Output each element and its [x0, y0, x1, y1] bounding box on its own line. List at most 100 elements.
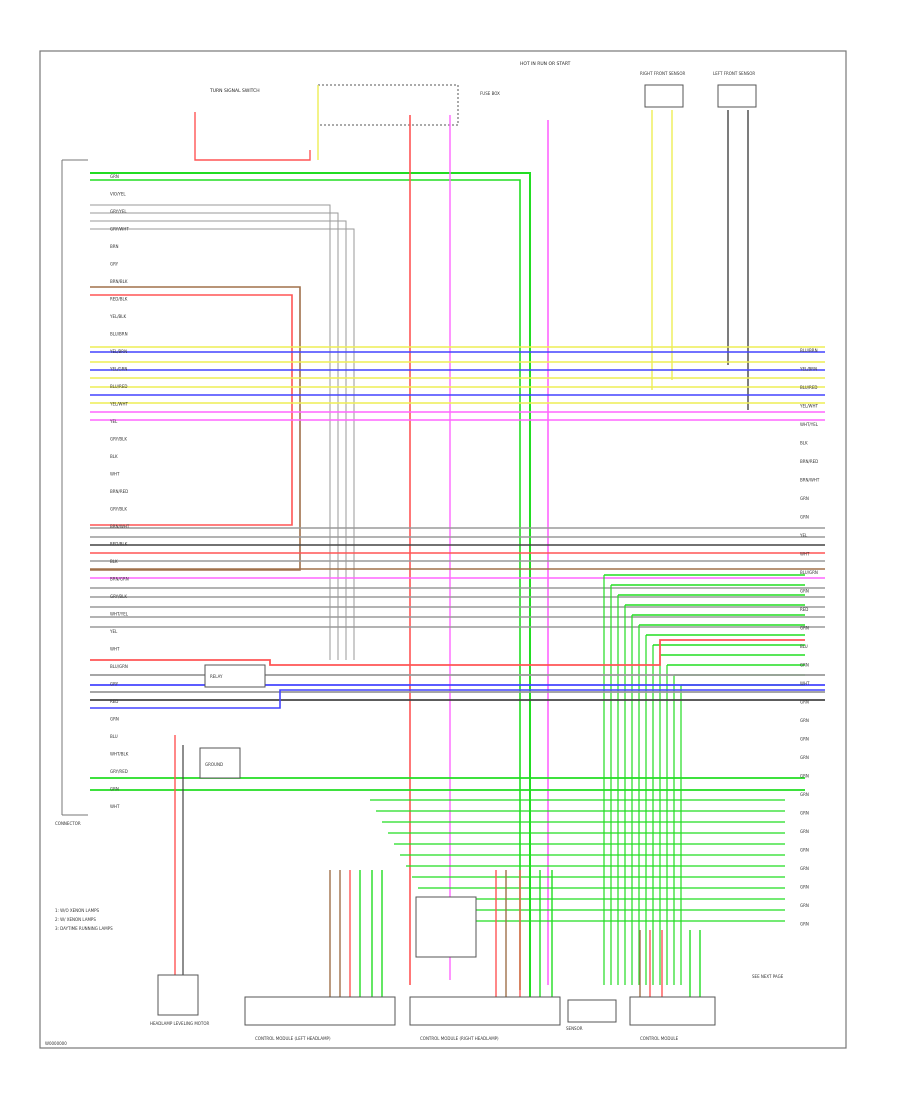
wire-label-left: RED/BLK	[110, 542, 128, 547]
wire-brown-loop	[90, 286, 301, 571]
note-item: 3: DAYTIME RUNNING LAMPS	[55, 926, 113, 931]
wire-red-loop	[90, 294, 293, 526]
page-footer-code: W0000000	[45, 1041, 67, 1046]
wire-blue-cross	[90, 689, 825, 709]
wire-label-right: RED	[800, 607, 808, 612]
wire-label-right: YEL/BRN	[799, 367, 817, 372]
wire-label-left: YEL	[109, 629, 118, 634]
wire-label-right: GRN	[800, 811, 809, 816]
right-sensor-box	[644, 84, 684, 108]
wire-label-right: GRN	[800, 848, 809, 853]
wire-label-right: GRN	[800, 626, 809, 631]
right-sensor-label: RIGHT FRONT SENSOR	[640, 71, 685, 76]
wire-label-right: GRN	[800, 866, 809, 871]
wire-label-right: GRN	[800, 589, 809, 594]
wire-gray-bundle	[90, 212, 339, 660]
wire-label-right: BLU/GRN	[800, 570, 818, 575]
left-headlamp-module-box	[244, 996, 396, 1026]
ground-connector	[199, 747, 241, 779]
bottom-sensor-label: SENSOR	[566, 1026, 583, 1031]
wire-label-left: RED	[110, 699, 118, 704]
right-wire-labels: BLU/BRNYEL/BRNBLU/REDYEL/WHTWHT/YELBLKBR…	[799, 348, 820, 927]
fuse-block-outline	[317, 84, 459, 126]
wire-label-right: GRN	[800, 774, 809, 779]
wire-label-right: GRN	[800, 885, 809, 890]
wire-label-left: GRY/BLK	[110, 594, 127, 599]
left-sensor-box	[717, 84, 757, 108]
relay-box	[204, 664, 266, 688]
wire-label-right: BLU	[800, 644, 808, 649]
notes-legend: 1: W/O XENON LAMPS 2: W/ XENON LAMPS 3: …	[55, 908, 113, 931]
ground-label: GROUND	[205, 762, 223, 767]
right-headlamp-module-box	[409, 996, 561, 1026]
wire-label-left: YEL/WHT	[109, 402, 129, 407]
wire-label-right: YEL	[799, 533, 808, 538]
wire-label-left: BRN/GRN	[110, 577, 129, 582]
bottom-sensor-box	[567, 999, 617, 1023]
wire-label-right: GRN	[800, 700, 809, 705]
wire-label-right: GRN	[800, 903, 809, 908]
wire-label-right: BRN/RED	[800, 459, 818, 464]
wire-label-left: BLK	[110, 454, 118, 459]
wire-label-left: BLU/BRN	[110, 332, 128, 337]
wire-label-left: BRN/WHT	[110, 524, 130, 529]
wire-label-left: YEL/BLK	[109, 314, 127, 319]
wire-label-left: GRY	[110, 262, 119, 267]
wire-label-right: GRN	[800, 755, 809, 760]
left-sensor-label: LEFT FRONT SENSOR	[713, 71, 755, 76]
wire-label-right: GRN	[800, 737, 809, 742]
left-headlamp-module-label: CONTROL MODULE (LEFT HEADLAMP)	[255, 1036, 331, 1041]
wire-label-left: GRY/BLK	[110, 437, 127, 442]
wire-label-right: WHT	[800, 552, 810, 557]
switch-assembly-box	[415, 896, 477, 958]
wire-label-left: GRY/RED	[110, 769, 128, 774]
wire-label-left: GRY/BLK	[110, 507, 127, 512]
left-wire-labels: GRNVIO/YELGRY/YELGRY/WHTBRNGRYBRN/BLKRED…	[109, 174, 130, 809]
wire-label-left: BRN	[110, 244, 119, 249]
wire-label-left: BLK	[110, 559, 118, 564]
wire-label-left: GRN	[110, 787, 119, 792]
wire-label-right: GRN	[800, 922, 809, 927]
wire-label-left: RED/BLK	[110, 297, 128, 302]
wire-label-left: WHT/BLK	[110, 752, 129, 757]
wire-label-left: WHT/YEL	[110, 612, 129, 617]
wire-label-left: GRN	[110, 174, 119, 179]
leveling-motor-label: HEADLAMP LEVELING MOTOR	[150, 1021, 210, 1026]
left-connector-label: CONNECTOR	[55, 821, 81, 826]
wire-label-right: YEL/WHT	[799, 404, 819, 409]
wire-gray-bundle	[90, 228, 355, 660]
wire-label-left: GRN	[110, 717, 119, 722]
wire-label-right: GRN	[800, 663, 809, 668]
wire-label-left: BRN/BLK	[110, 279, 128, 284]
wire-label-right: GRN	[800, 496, 809, 501]
wire-label-left: BLU	[110, 734, 118, 739]
wire-label-left: WHT	[110, 647, 120, 652]
right-note: SEE NEXT PAGE	[752, 974, 784, 979]
wire-group	[90, 85, 825, 1000]
wire-green-trunk-2	[90, 179, 521, 990]
wire-label-left: BLU/RED	[110, 384, 127, 389]
wire-label-left: GRY/WHT	[110, 227, 129, 232]
wire-label-right: BRN/WHT	[800, 478, 820, 483]
wire-label-left: WHT	[110, 804, 120, 809]
leveling-motor-box	[157, 974, 199, 1016]
wire-label-right: GRN	[800, 792, 809, 797]
wire-label-right: GRN	[800, 515, 809, 520]
wire-label-left: YEL/BRN	[109, 349, 127, 354]
wire-label-right: WHT	[800, 681, 810, 686]
wire-gray-bundle	[90, 220, 347, 660]
wire-label-left: WHT	[110, 472, 120, 477]
wire-label-left: GRY	[110, 682, 119, 687]
right-headlamp-module-label: CONTROL MODULE (RIGHT HEADLAMP)	[420, 1036, 499, 1041]
wire-label-left: GRY/YEL	[110, 209, 127, 214]
diagram-frame	[39, 50, 847, 1049]
left-connector-bracket	[61, 159, 88, 816]
wire-stub-red	[194, 112, 311, 161]
wire-gray-bundle	[90, 204, 331, 660]
wire-label-left: BLU/GRN	[110, 664, 128, 669]
wire-label-right: BLK	[800, 441, 808, 446]
hot-label: HOT IN RUN OR START	[520, 61, 571, 67]
wire-label-right: GRN	[800, 718, 809, 723]
wire-label-right: GRN	[800, 829, 809, 834]
